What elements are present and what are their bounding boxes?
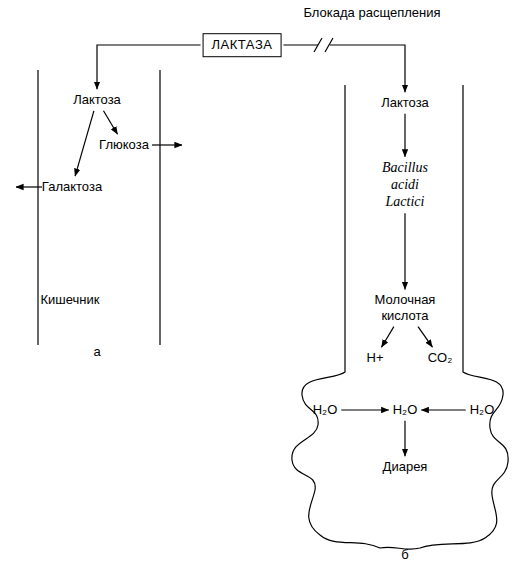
intestine-wall <box>159 70 160 345</box>
panel-letter: а <box>91 343 102 361</box>
absorption-arrow <box>152 144 182 145</box>
flow-arrow <box>421 409 465 410</box>
flow-arrow <box>97 45 201 89</box>
enzyme-box: ЛАКТАЗА <box>203 33 282 57</box>
water-text: H₂O <box>468 401 497 419</box>
product-text: CO₂ <box>426 349 455 367</box>
node-text: H₂O <box>393 402 418 418</box>
node-text: Галактоза <box>42 179 102 195</box>
intestine-wall <box>37 70 38 345</box>
node-text: Диарея <box>383 459 428 475</box>
connector-group <box>75 45 466 456</box>
water-text: H₂O <box>311 401 340 419</box>
break-slash <box>325 38 333 52</box>
part-name: Кишечник <box>39 291 102 309</box>
node-text: Глюкоза <box>99 137 149 153</box>
node-text: Лактоза <box>73 92 121 108</box>
substance-text: Галактоза <box>40 178 104 196</box>
flow-arrow <box>404 114 405 157</box>
panel-letter: б <box>399 546 410 564</box>
product-text: H+ <box>365 349 386 367</box>
flow-arrow <box>381 327 393 348</box>
flow-arrow <box>75 111 94 176</box>
substance-text: Лактоза <box>379 94 431 112</box>
flow-arrow <box>341 409 388 410</box>
flow-arrow <box>283 45 405 92</box>
break-gap <box>318 38 330 52</box>
node-text: H₂O <box>470 402 495 418</box>
substance-text: Глюкоза <box>97 136 151 154</box>
flow-arrow <box>404 421 405 456</box>
water-text: H₂O <box>391 401 420 419</box>
intestine-outline <box>292 85 508 549</box>
break-mark <box>314 38 333 52</box>
absorption-arrow <box>16 186 42 187</box>
bacteria-text: Bacillus acidi Lactici <box>372 159 438 211</box>
node-text: Лактоза <box>381 95 429 111</box>
node-text: ЛАКТАЗА <box>212 37 273 53</box>
node-text: Молочная кислота <box>366 292 444 323</box>
node-text: CO₂ <box>428 350 453 366</box>
flow-arrow <box>418 327 432 348</box>
flow-arrow <box>103 111 117 134</box>
node-text: H₂O <box>313 402 338 418</box>
node-text: Bacillus acidi Lactici <box>374 160 436 210</box>
substance-text: Лактоза <box>71 91 123 109</box>
flow-arrow <box>404 213 405 289</box>
substance-text: Молочная кислота <box>364 291 446 324</box>
edge-label: Блокада расщепления <box>301 4 442 22</box>
node-text: H+ <box>367 350 384 366</box>
break-slash <box>314 38 322 52</box>
outcome-text: Диарея <box>381 458 430 476</box>
